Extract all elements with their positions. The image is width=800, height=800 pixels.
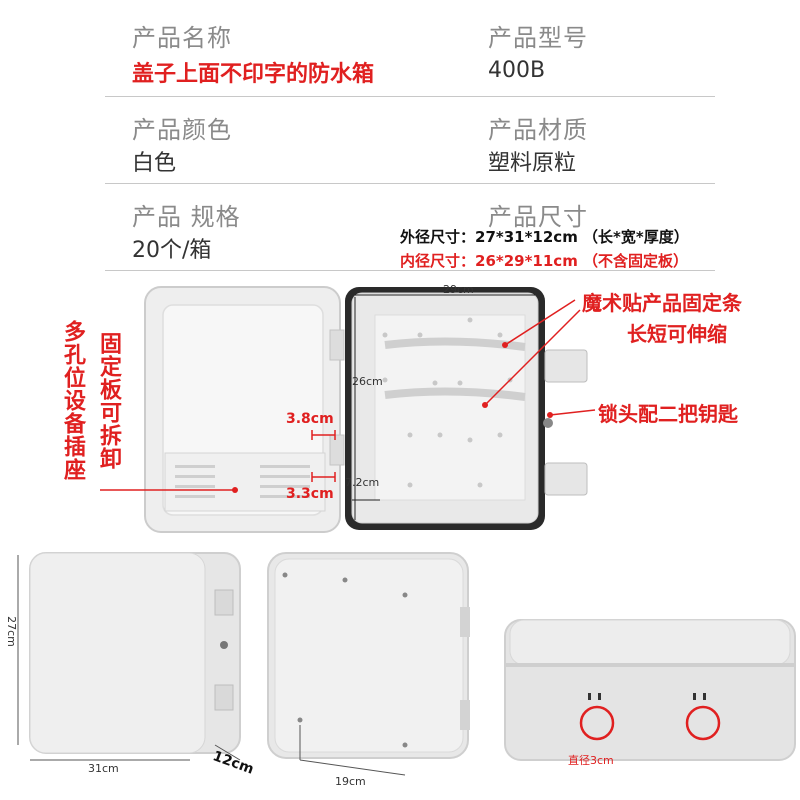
divider-1 [105,96,715,97]
dim-19-label: 19cm [335,775,366,788]
hole-left [579,705,615,741]
inner-size-text: 内径尺寸：26*29*11cm （不含固定板） [400,252,689,270]
plate-annotation-col1: 多孔位设备插座 [60,320,85,481]
product-spec-label: 产品 规格 [132,203,241,231]
divider-3 [105,270,715,271]
dim-31-label: 31cm [88,762,119,775]
divider-2 [105,183,715,184]
plate-annotation-col2: 固定板可拆卸 [96,332,121,470]
velcro-strap-2 [384,387,526,401]
dim-7-2-label: 7.2cm [345,476,380,489]
velcro-annotation-line1: 魔术贴产品固定条 [582,291,742,315]
product-spec-value: 20个/箱 [132,238,212,263]
mounting-plate [164,452,326,512]
velcro-strap-1 [384,337,526,351]
open-box-illustration [100,286,596,533]
latch-bottom [544,462,588,496]
hole-right [685,705,721,741]
latch-top [544,349,588,383]
outer-size-text: 外径尺寸：27*31*12cm （长*宽*厚度） [400,228,689,246]
dim-29-label: 29cm [443,283,474,296]
product-name-value: 盖子上面不印字的防水箱 [132,62,375,87]
product-material-label: 产品材质 [488,116,588,144]
product-model-label: 产品型号 [488,24,588,52]
box-views-row [17,552,796,776]
product-size-label: 产品尺寸 [488,203,588,231]
dim-27-label: 27cm [4,616,18,647]
product-color-value: 白色 [132,151,177,176]
hole-diameter-label: 直径3cm [568,754,614,767]
product-name-label: 产品名称 [132,24,232,52]
dim-3-8-label: 3.8cm [286,411,334,427]
dim-26-label: 26cm [352,375,383,388]
product-material-value: 塑料原粒 [488,151,577,176]
dim-3-3-label: 3.3cm [286,486,334,502]
product-model-value: 400B [488,58,546,83]
lock-keyhole [543,418,553,428]
product-color-label: 产品颜色 [132,116,232,144]
velcro-annotation-line2: 长短可伸缩 [627,322,727,346]
lock-annotation: 锁头配二把钥匙 [598,402,738,426]
